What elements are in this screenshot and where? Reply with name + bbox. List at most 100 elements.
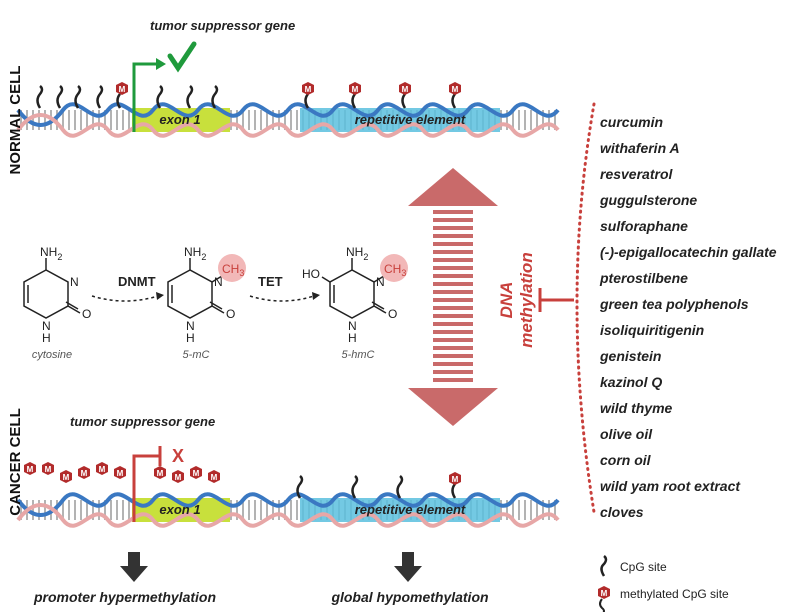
dna-methylation-label: DNA methylation [497, 252, 536, 347]
methylated-legend-label: methylated CpG site [620, 587, 729, 601]
svg-text:M: M [211, 473, 218, 482]
compound-item: wild thyme [600, 400, 673, 416]
svg-text:N: N [214, 275, 223, 289]
svg-text:H: H [42, 331, 51, 345]
methyl-badge-group: M [208, 470, 220, 483]
compound-item: guggulsterone [599, 192, 697, 208]
methyl-badge-group: M [114, 466, 126, 479]
5mc-structure: NH2 N O N H CH3 5-mC [167, 245, 246, 361]
svg-text:O: O [82, 307, 91, 321]
svg-text:N: N [186, 319, 195, 333]
methyl-badge-group: M [154, 466, 166, 479]
methyl-badge-group: M [190, 466, 202, 479]
svg-text:M: M [157, 469, 164, 478]
dna-strand-pink [16, 503, 560, 528]
cancer-cell-dna: exon 1 repetitive element M M M [16, 414, 560, 528]
methyl-badge-text: M [452, 85, 459, 94]
normal-cell-dna: exon 1 repetitive element M M M M [16, 18, 560, 138]
svg-text:CH3: CH3 [222, 262, 244, 278]
svg-text:HO: HO [302, 267, 320, 281]
dna-strand-blue [16, 102, 560, 127]
outcome-arrow-right [394, 552, 422, 582]
svg-text:N: N [348, 319, 357, 333]
svg-text:M: M [601, 589, 608, 598]
svg-text:N: N [376, 275, 385, 289]
svg-text:M: M [45, 465, 52, 474]
methyl-badge [399, 82, 411, 95]
svg-text:M: M [99, 465, 106, 474]
methyl-badge-text: M [305, 85, 312, 94]
methyl-badge-group: M [172, 470, 184, 483]
cpg-legend-label: CpG site [620, 560, 667, 574]
promoter-hypermethylation-label: promoter hypermethylation [33, 589, 216, 605]
bottom-gene-label: tumor suppressor gene [70, 414, 215, 429]
exon-label: exon 1 [159, 112, 200, 127]
svg-text:methylation: methylation [517, 252, 536, 347]
svg-text:M: M [27, 465, 34, 474]
top-gene-label: tumor suppressor gene [150, 18, 295, 33]
methyl-badge-group: M [42, 462, 54, 475]
compound-item: pterostilbene [599, 270, 688, 286]
compound-item: cloves [600, 504, 644, 520]
dnmt-label: DNMT [118, 274, 156, 289]
5hmc-structure: HO NH2 N O N H CH3 5-hmC [302, 245, 408, 361]
methyl-badge [349, 82, 361, 95]
compound-item: corn oil [600, 452, 652, 468]
svg-text:NH2: NH2 [184, 245, 206, 262]
legend: CpG site M methylated CpG site [598, 555, 729, 612]
methyl-badge-group: M [78, 466, 90, 479]
compound-item: sulforaphane [600, 218, 688, 234]
methyl-badge-text: M [402, 85, 409, 94]
5mc-name: 5-mC [183, 349, 210, 361]
exon-label: exon 1 [159, 502, 200, 517]
compound-item: isoliquiritigenin [600, 322, 704, 338]
svg-text:CH3: CH3 [384, 262, 406, 278]
svg-text:M: M [81, 469, 88, 478]
global-hypomethylation-label: global hypomethylation [330, 589, 488, 605]
cytosine-name: cytosine [32, 349, 72, 361]
tet-arrow [249, 295, 315, 302]
svg-text:N: N [70, 275, 79, 289]
transcription-arrow [132, 62, 158, 132]
svg-text:NH2: NH2 [346, 245, 368, 262]
cytosine-structure: NH2 N O N H cytosine [23, 245, 91, 361]
svg-text:M: M [452, 475, 459, 484]
svg-text:NH2: NH2 [40, 245, 62, 262]
svg-text:O: O [388, 307, 397, 321]
outcome-arrow-left [120, 552, 148, 582]
dna-strand-blue [16, 492, 560, 517]
normal-cell-label: NORMAL CELL [7, 66, 24, 175]
compound-item: kazinol Q [600, 374, 662, 390]
compound-item: green tea polyphenols [599, 296, 749, 312]
cpg-legend-icon [600, 555, 608, 577]
transcription-arrowhead [156, 58, 166, 70]
check-icon [167, 41, 197, 73]
svg-text:M: M [193, 469, 200, 478]
block-x-mark: X [172, 446, 184, 466]
methyl-badge-group: M [60, 470, 72, 483]
svg-text:O: O [226, 307, 235, 321]
tet-label: TET [258, 274, 283, 289]
compound-item: (-)-epigallocatechin gallate [600, 244, 777, 260]
svg-text:DNA: DNA [497, 282, 516, 319]
methyl-badge [302, 82, 314, 95]
compound-item: curcumin [600, 114, 663, 130]
methyl-badge [449, 82, 461, 95]
methyl-badge-group: M [449, 472, 461, 485]
svg-text:N: N [42, 319, 51, 333]
svg-text:H: H [186, 331, 195, 345]
methylated-legend-icon [598, 586, 610, 599]
methyl-badge-text: M [352, 85, 359, 94]
5hmc-name: 5-hmC [341, 349, 374, 361]
svg-text:M: M [63, 473, 70, 482]
compound-bracket [575, 102, 596, 514]
svg-text:M: M [175, 473, 182, 482]
repetitive-label: repetitive element [355, 502, 466, 517]
repetitive-label: repetitive element [355, 112, 466, 127]
methyl-highlight [218, 254, 246, 282]
svg-text:M: M [117, 469, 124, 478]
dnmt-arrow [91, 295, 159, 302]
compound-item: withaferin A [600, 140, 680, 156]
methyl-badge-group: M [24, 462, 36, 475]
